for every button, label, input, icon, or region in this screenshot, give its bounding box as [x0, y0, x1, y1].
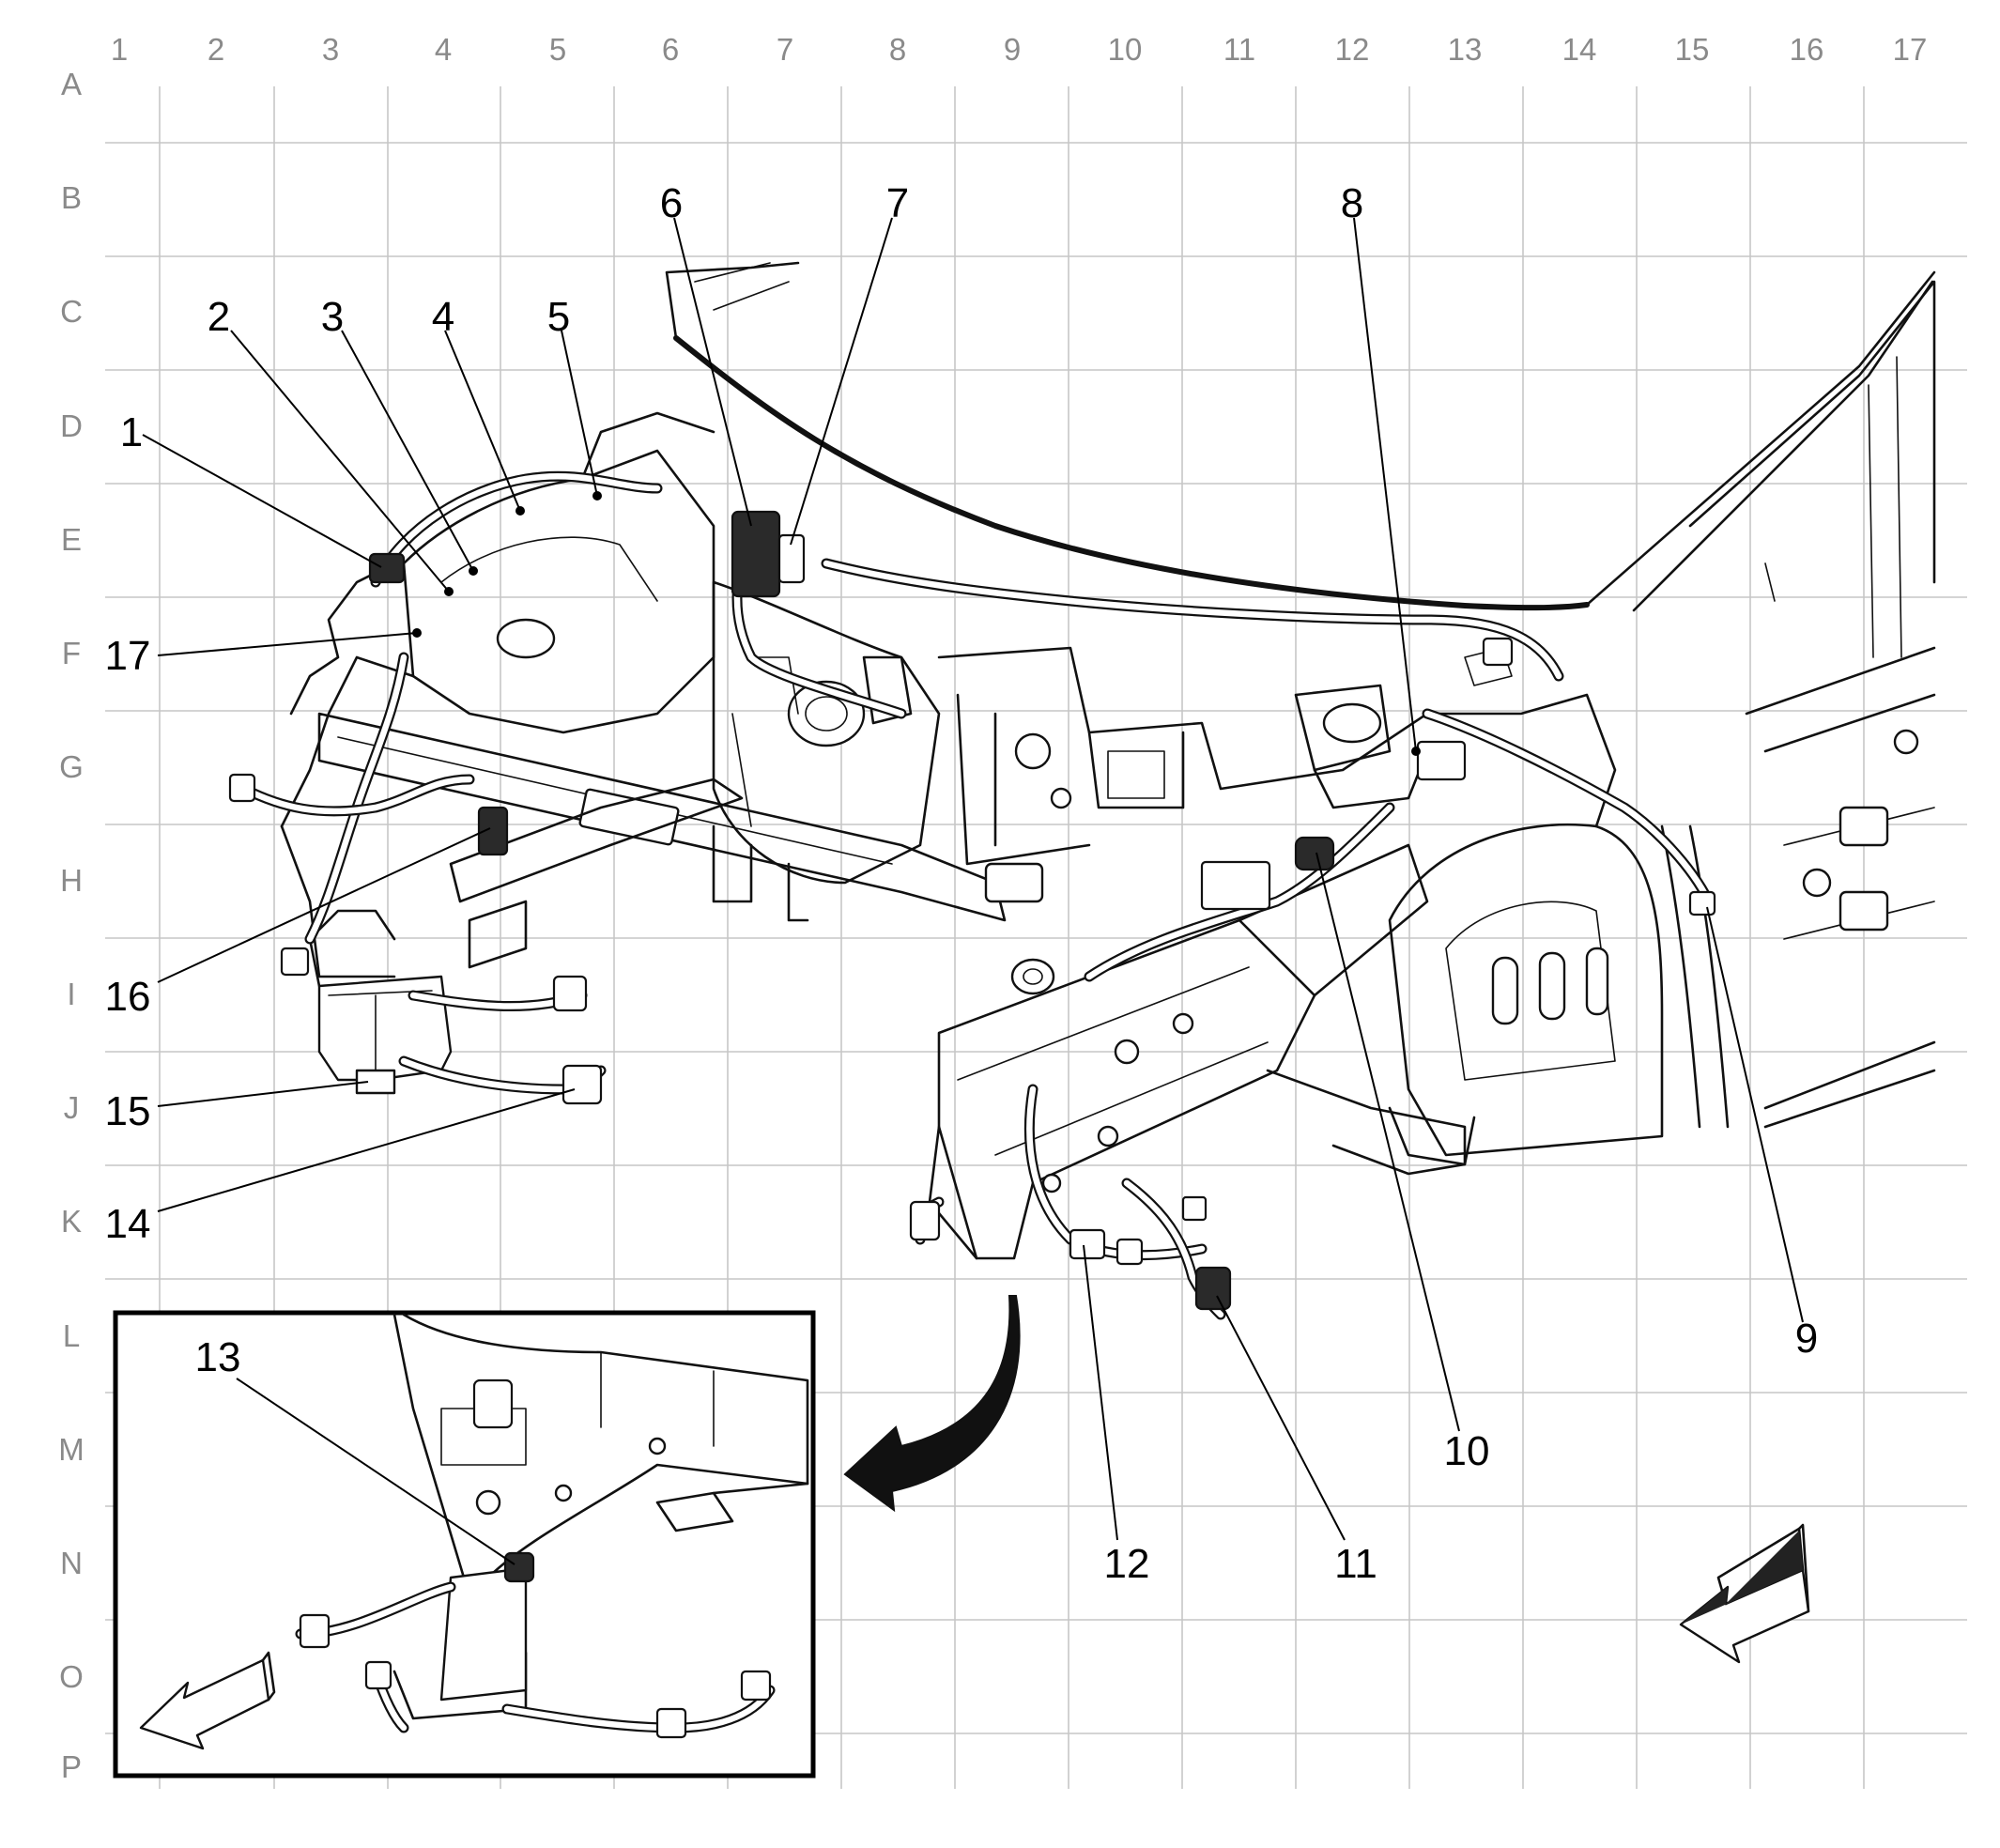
grid-row-label: E	[61, 522, 82, 557]
connector-1	[368, 552, 406, 584]
vehicle-front-structure	[280, 261, 1936, 1260]
callout-15: 15	[105, 1088, 151, 1134]
callout-1: 1	[120, 409, 143, 455]
grid-column-label: 14	[1562, 32, 1597, 67]
inset-vehicle-structure	[295, 1313, 809, 1739]
left-frame-rail	[937, 918, 1316, 1260]
grid-row-label: O	[59, 1659, 84, 1694]
callout-2: 2	[208, 294, 230, 340]
dash-panel	[937, 646, 1617, 828]
windshield-cowl-line	[673, 335, 1590, 611]
left-front-corner	[289, 562, 396, 716]
callout-6: 6	[660, 180, 683, 226]
grid-column-label: 3	[322, 32, 339, 67]
grid-column-labels: 1 2 3 4 5 6 7 8 9 10 11 12 13 14 15 16 1…	[111, 32, 1928, 67]
grid-row-label: P	[61, 1749, 82, 1784]
grid-column-label: 12	[1335, 32, 1370, 67]
grid-column-label: 10	[1108, 32, 1143, 67]
front-lower-rail	[449, 778, 744, 903]
callout-5: 5	[547, 294, 570, 340]
callout-4: 4	[432, 294, 454, 340]
front-direction-arrow-icon	[1679, 1523, 1810, 1664]
callout-3: 3	[321, 294, 344, 340]
grid-column-label: 6	[662, 32, 679, 67]
connector-16	[477, 806, 509, 856]
grid-column-label: 9	[1004, 32, 1021, 67]
callout-11: 11	[1334, 1541, 1377, 1587]
callout-10: 10	[1444, 1428, 1490, 1474]
grid-column-label: 13	[1448, 32, 1483, 67]
radiator-support-tie-bar	[317, 712, 1007, 922]
grid-column-label: 5	[549, 32, 566, 67]
callout-12: 12	[1104, 1541, 1150, 1587]
callout-leader-ends	[412, 491, 1421, 756]
grid-row-label: I	[67, 977, 75, 1011]
callout-17: 17	[105, 633, 151, 679]
grid-row-label: N	[60, 1546, 83, 1580]
harness-connectors	[228, 510, 1716, 1311]
a-pillar	[1585, 270, 1936, 612]
callout-labels: 1 2 3 4 5 6 7 8 9 10 11 12 13 14 15 16 1…	[105, 180, 1819, 1587]
grid-row-label: C	[60, 294, 83, 329]
inset-connector-13	[503, 1551, 535, 1583]
grid-column-label: 8	[889, 32, 906, 67]
washer-reservoir	[317, 975, 453, 1082]
connector-14	[562, 1064, 603, 1105]
grid-column-label: 15	[1675, 32, 1710, 67]
wiring-harness	[238, 470, 1715, 1320]
reference-grid	[105, 86, 1967, 1789]
grid-row-label: L	[63, 1318, 80, 1353]
grid-row-label: G	[59, 749, 84, 784]
grid-column-label: 1	[111, 32, 128, 67]
detail-inset	[113, 1310, 816, 1779]
callout-13: 13	[195, 1334, 241, 1380]
grid-row-label: K	[61, 1204, 82, 1239]
connector-6-7	[731, 510, 781, 598]
right-wheelhouse	[1388, 823, 1664, 1157]
callout-9: 9	[1795, 1316, 1818, 1362]
curved-pointer-arrow-icon	[843, 1295, 1021, 1513]
grid-row-label: D	[60, 408, 83, 443]
connector-12	[1069, 1228, 1106, 1260]
grid-column-label: 7	[777, 32, 793, 67]
callout-14: 14	[105, 1201, 151, 1247]
grid-row-label: M	[58, 1432, 85, 1467]
callout-leaders	[142, 217, 1804, 1565]
inset-front-arrow-icon	[139, 1651, 276, 1750]
grid-column-label: 16	[1790, 32, 1824, 67]
grid-column-label: 17	[1893, 32, 1928, 67]
grid-row-labels: A B C D E F G H I J K L M N O P	[58, 67, 85, 1784]
callout-8: 8	[1341, 180, 1363, 226]
connector-10	[1294, 836, 1335, 871]
grid-column-label: 2	[208, 32, 224, 67]
grid-row-label: B	[61, 180, 82, 215]
callout-16: 16	[105, 974, 151, 1020]
left-fender-apron	[402, 449, 715, 734]
grid-column-label: 4	[435, 32, 452, 67]
grid-column-label: 11	[1223, 32, 1255, 67]
grid-row-label: H	[60, 863, 83, 898]
left-strut-tower	[712, 580, 941, 885]
grid-row-label: A	[61, 67, 82, 101]
grid-row-label: F	[62, 636, 81, 670]
connector-11	[1194, 1266, 1232, 1311]
callout-7: 7	[886, 180, 909, 226]
grid-row-label: J	[64, 1090, 80, 1125]
